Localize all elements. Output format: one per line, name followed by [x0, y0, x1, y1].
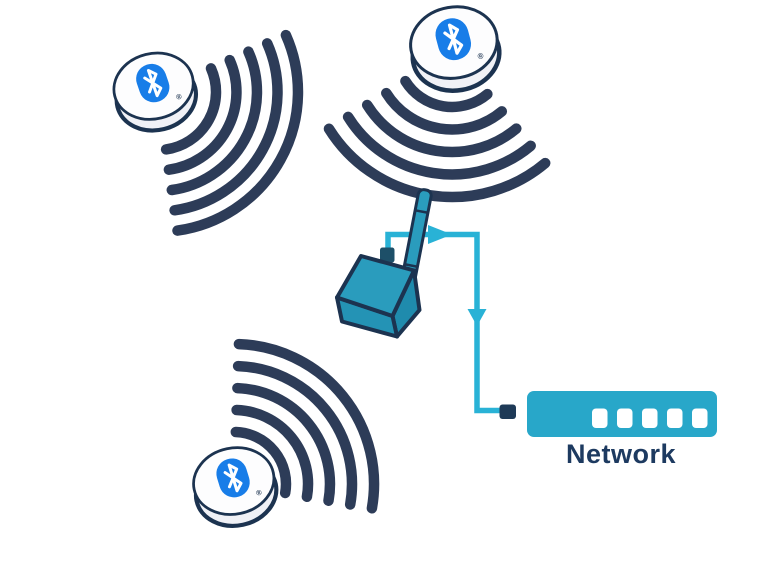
bluetooth-beacons: ® ® ® — [112, 5, 502, 528]
network-ports — [592, 408, 708, 428]
bluetooth-icon: ® — [435, 18, 485, 61]
network-port — [592, 408, 608, 428]
bluetooth-icon: ® — [216, 458, 263, 498]
wave-arc — [342, 111, 536, 180]
network-port — [692, 408, 708, 428]
beacon-top-right-waves — [323, 75, 551, 203]
wave-arc — [230, 426, 292, 499]
network-label: Network — [566, 439, 677, 469]
wave-arc — [232, 360, 358, 510]
wave-arc — [166, 46, 263, 196]
registered-trademark: ® — [175, 91, 184, 101]
beacon-bottom-waves — [230, 338, 380, 514]
wave-arc — [163, 54, 242, 175]
beacon-top-left: ® — [112, 51, 199, 133]
wave-arc — [400, 75, 493, 113]
connector-arrow-line — [385, 231, 503, 414]
network-switch: Network — [499, 391, 717, 469]
signal-waves — [160, 29, 551, 514]
network-port — [617, 408, 633, 428]
network-port — [642, 408, 658, 428]
network-port — [667, 408, 683, 428]
beacon-top-right: ® — [409, 5, 502, 93]
wave-arc — [160, 63, 222, 155]
beacon-bottom: ® — [192, 446, 279, 528]
network-plug — [499, 404, 516, 419]
arrow-right-icon — [428, 225, 452, 244]
wave-arc — [232, 382, 336, 506]
beacon-top-left-waves — [160, 29, 304, 236]
connector-path — [385, 231, 503, 414]
gateway-port — [380, 247, 395, 263]
wave-arc — [169, 38, 283, 216]
registered-trademark: ® — [477, 51, 485, 61]
gateway-device — [335, 188, 433, 339]
wave-arc — [381, 87, 508, 135]
registered-trademark: ® — [255, 487, 263, 497]
connector-arrowheads — [428, 225, 487, 326]
wave-arc — [361, 99, 522, 158]
arrow-down-icon — [467, 309, 487, 326]
gateway-box — [335, 254, 422, 339]
wave-arc — [233, 338, 380, 514]
wave-arc — [172, 29, 304, 236]
bluetooth-icon: ® — [136, 63, 184, 103]
wave-arc — [231, 404, 314, 503]
